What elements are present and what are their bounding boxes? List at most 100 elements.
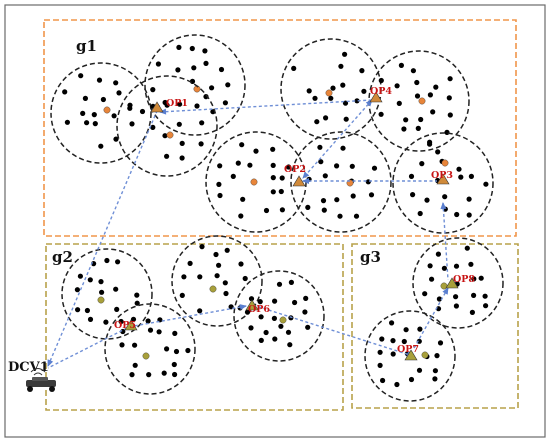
group-label-g1: g1: [76, 37, 97, 55]
sensor-node: [389, 320, 395, 326]
sensor-node: [209, 85, 215, 91]
sensor-node: [263, 207, 270, 214]
sensor-node: [217, 192, 223, 199]
op8-triangle: [445, 277, 459, 289]
sensor-node: [427, 263, 433, 269]
vehicle-icon: [26, 368, 56, 392]
sensor-node: [436, 296, 442, 302]
sensor-node: [380, 377, 386, 384]
sensor-node: [378, 77, 384, 84]
route-segment: [47, 103, 161, 367]
highlighted-sensor-node: [142, 352, 150, 360]
sensor-node: [359, 68, 365, 74]
sensor-node: [176, 121, 182, 127]
sensor-node: [150, 124, 156, 130]
sensor-node: [417, 210, 423, 217]
highlighted-sensor-node: [421, 351, 429, 359]
route-segment: [412, 287, 449, 351]
sensor-node: [424, 197, 430, 203]
sensor-node: [285, 329, 292, 335]
sensor-node: [189, 45, 195, 52]
sensor-node: [456, 166, 462, 172]
sensor-node: [390, 351, 396, 357]
op-node-op6: OP6: [245, 299, 270, 315]
sensor-node: [194, 103, 200, 109]
sensor-node: [291, 65, 297, 71]
sensor-node: [150, 87, 156, 93]
sensor-node: [447, 76, 453, 82]
sensor-node: [203, 60, 209, 66]
sensor-node: [179, 155, 185, 161]
sensor-node: [317, 144, 323, 150]
sensor-node: [368, 192, 375, 198]
group-region-g2: [45, 243, 344, 411]
sensor-node: [398, 62, 404, 68]
sensor-node: [469, 309, 475, 315]
sensor-node: [216, 262, 222, 268]
sensor-node: [113, 136, 119, 142]
sensor-node: [338, 63, 344, 69]
sensor-node: [214, 273, 220, 279]
sensor-node: [139, 108, 146, 115]
sensor-node: [218, 66, 225, 73]
sensor-node: [453, 303, 459, 309]
sensor-node: [91, 112, 97, 118]
sensor-node: [263, 329, 269, 336]
sensor-node: [361, 88, 367, 94]
cluster-circle: [104, 303, 196, 395]
sensor-node: [334, 163, 340, 169]
sensor-node: [216, 181, 222, 187]
sensor-node: [390, 338, 396, 344]
sensor-node: [235, 160, 241, 166]
sensor-node: [185, 347, 191, 354]
sensor-node: [99, 289, 105, 295]
sensor-node: [84, 307, 90, 314]
sensor-node: [434, 353, 440, 359]
sensor-node: [179, 292, 185, 298]
sensor-node: [132, 342, 138, 348]
dcv1-label: DCV1: [8, 360, 49, 375]
sensor-node: [222, 280, 228, 286]
sensor-node: [446, 95, 452, 101]
sensor-node: [253, 148, 259, 154]
op-node-op3: OP3: [431, 170, 453, 185]
sensor-node: [377, 349, 383, 355]
sensor-node: [427, 92, 433, 98]
sensor-node: [172, 330, 178, 336]
sensor-node: [435, 251, 441, 257]
sensor-node: [116, 90, 122, 96]
group-label-g3: g3: [360, 248, 381, 266]
sensor-node: [179, 140, 185, 146]
sensor-node: [422, 291, 428, 297]
sensor-node: [371, 165, 378, 171]
sensor-node: [75, 307, 81, 313]
sensor-node: [115, 259, 121, 265]
sensor-node: [197, 308, 203, 314]
sensor-node: [287, 342, 293, 348]
sensor-node: [100, 96, 106, 103]
route-segment: [255, 305, 414, 358]
sensor-node: [349, 163, 355, 169]
sensor-node: [175, 67, 181, 73]
sensor-node: [454, 211, 460, 218]
sensor-node: [419, 161, 425, 167]
sensor-node: [468, 173, 474, 179]
sensor-node: [320, 198, 327, 204]
sensor-node: [213, 251, 219, 258]
sensor-node: [447, 112, 453, 118]
group-region-g3: [351, 243, 519, 409]
cluster-circle: [61, 248, 153, 340]
sensor-node: [279, 175, 285, 181]
highlighted-sensor-node: [325, 89, 333, 97]
sensor-node: [430, 109, 436, 115]
sensor-node: [343, 116, 349, 122]
cluster-circle: [412, 237, 504, 329]
op5-label: OP5: [114, 320, 136, 331]
sensor-node: [482, 293, 488, 299]
op5-triangle: [124, 319, 138, 331]
sensor-node: [414, 79, 420, 86]
sensor-node: [433, 84, 439, 90]
sensor-node: [305, 204, 311, 210]
sensor-node: [410, 68, 416, 74]
